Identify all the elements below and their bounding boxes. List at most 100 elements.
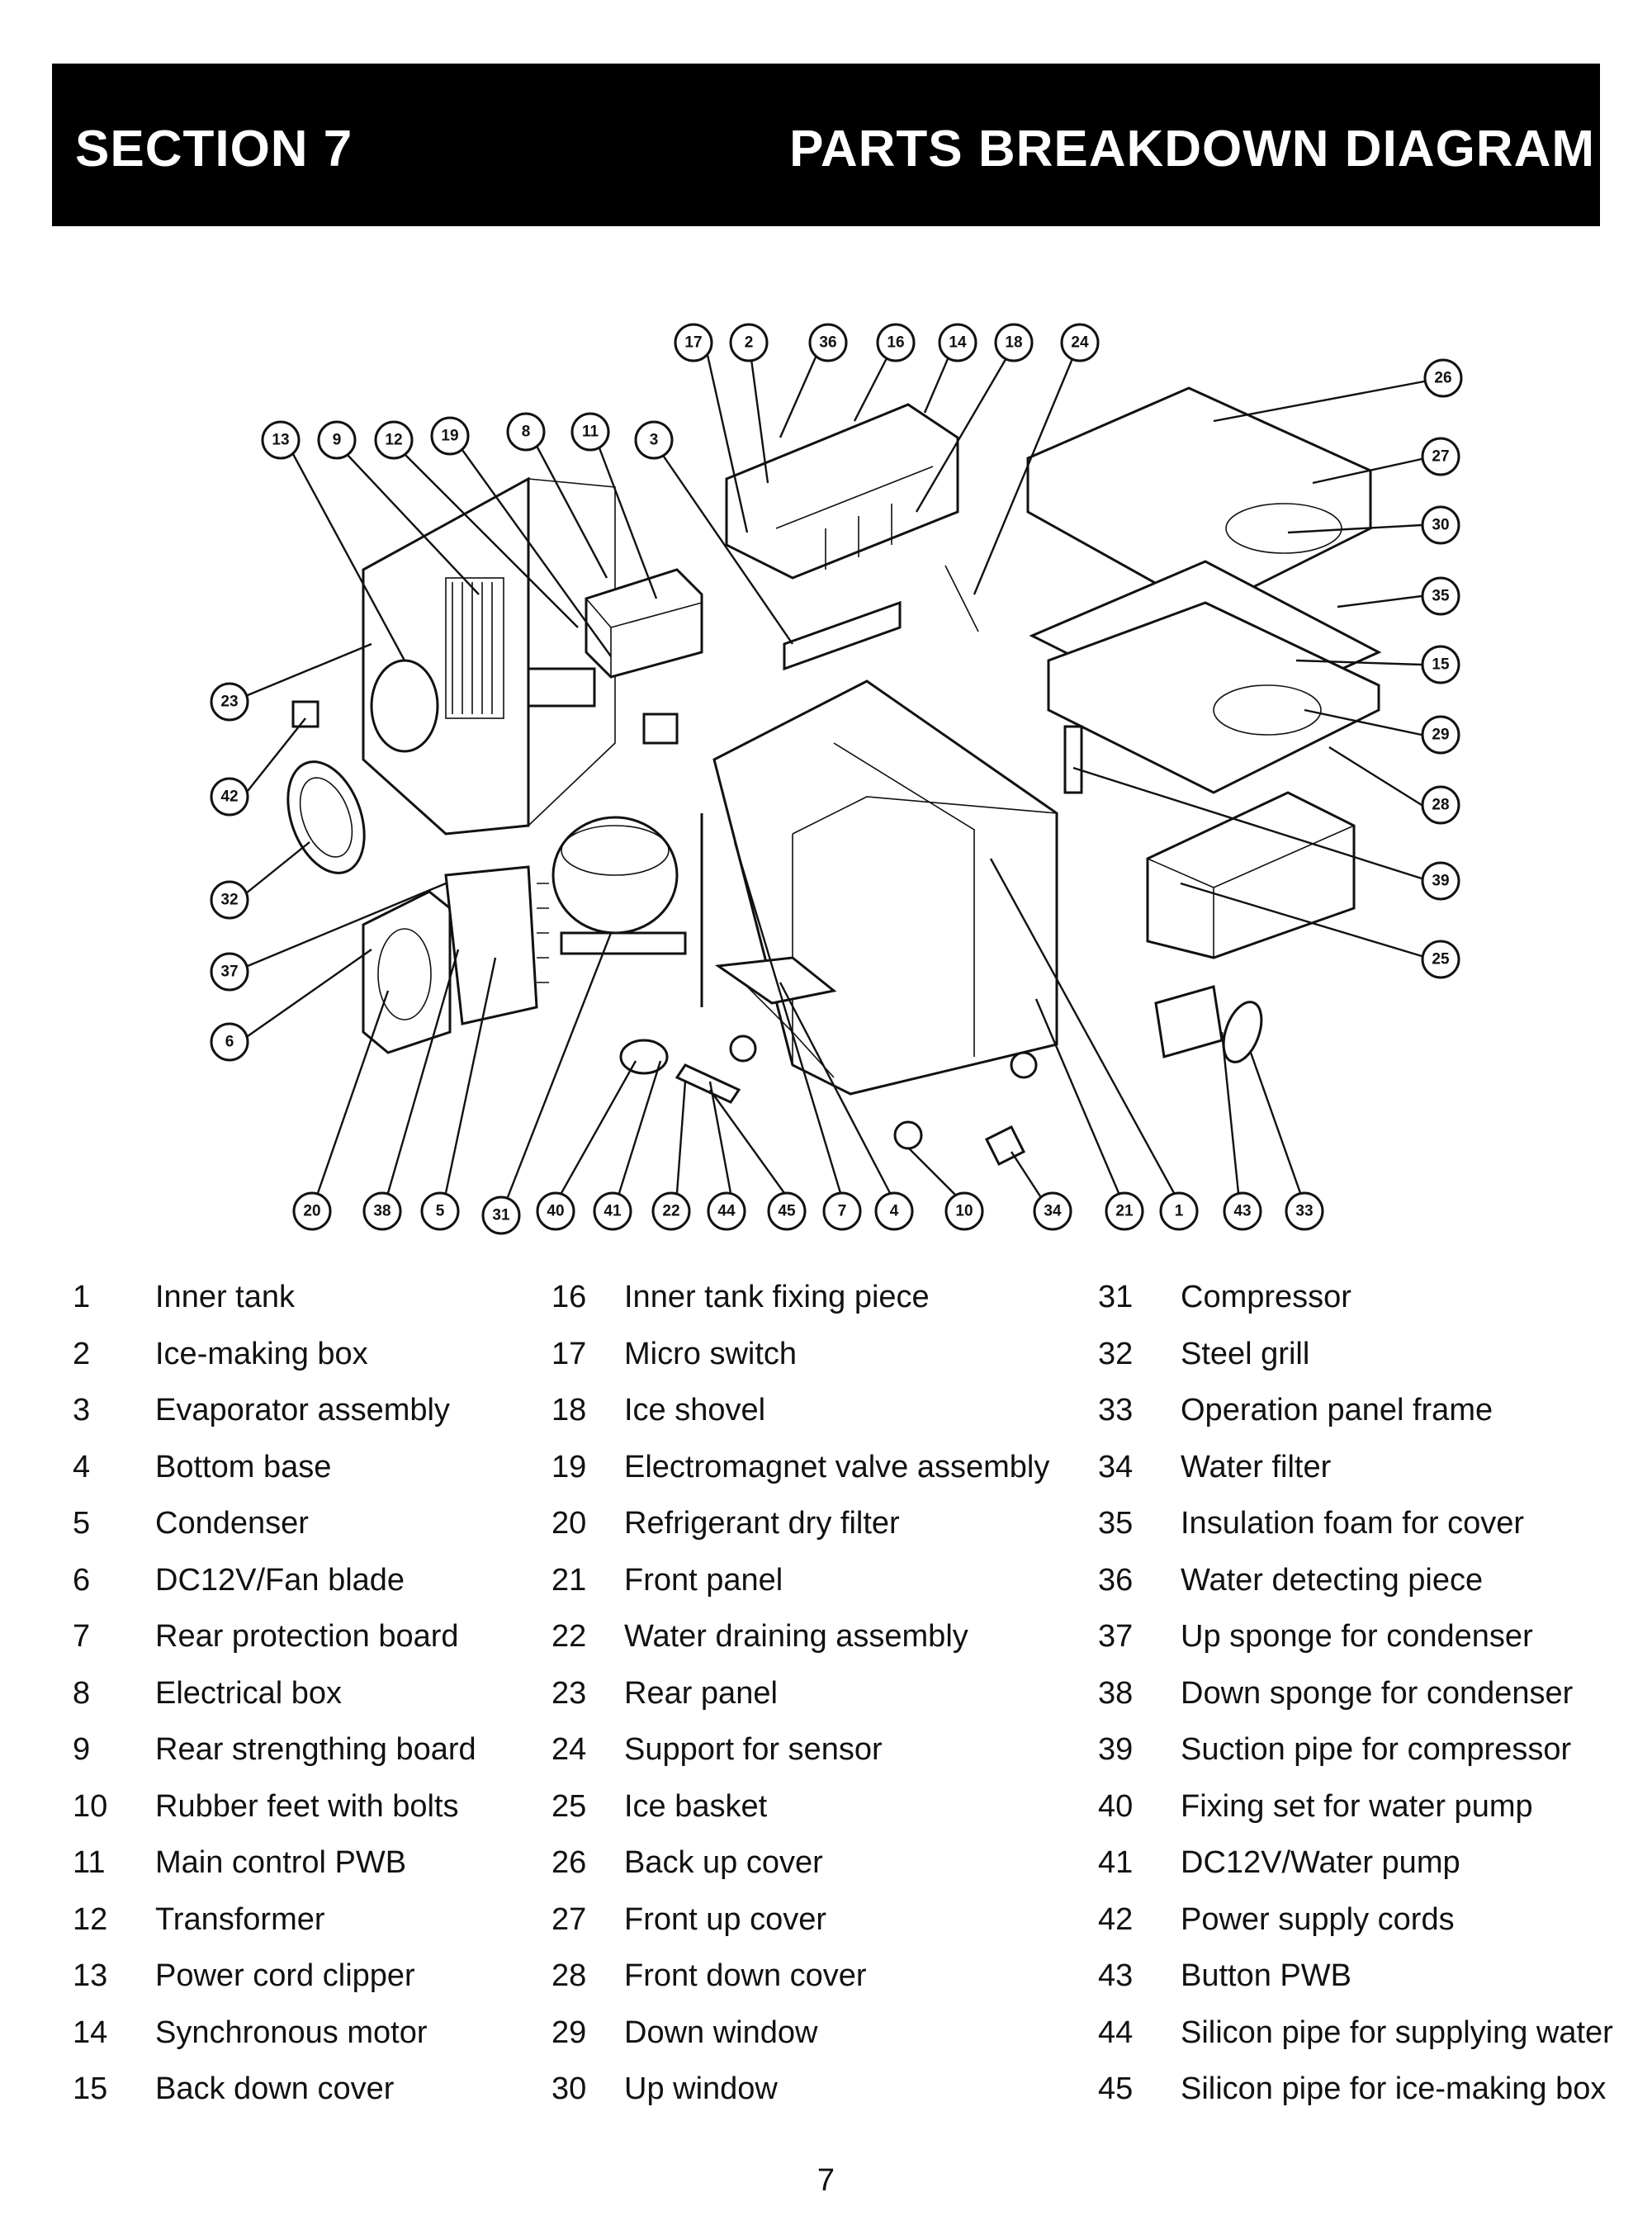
callout-circle [430,416,470,456]
callout-circle [362,1191,402,1231]
callout-17: 17 [674,323,713,362]
callout-label: 42 [220,788,238,806]
part-number: 5 [73,1506,91,1541]
callout-label: 28 [1432,797,1449,814]
callout-label: 8 [522,424,531,441]
part-name: Suction pipe for compressor [1181,1732,1572,1767]
part-name: Condenser [155,1506,309,1541]
part-number: 17 [551,1336,587,1371]
callout-23: 23 [210,682,249,722]
callout-11: 11 [570,412,610,452]
part-number: 21 [551,1562,587,1598]
part-name: Rear panel [624,1675,778,1711]
callout-3: 3 [634,420,674,460]
callout-circle [210,777,249,817]
part-name: DC12V/Fan blade [155,1562,405,1598]
part-name: Water filter [1181,1449,1332,1484]
part-name: Back down cover [155,2071,395,2106]
ice-basket-shape [1146,791,1356,959]
part-name: Inner tank fixing piece [624,1280,930,1314]
callout-circle [570,412,610,452]
callout-label: 38 [373,1203,391,1220]
part-name: Button PWB [1181,1958,1351,1993]
part-name: Rear strengthing board [155,1732,476,1767]
callout-label: 12 [385,432,402,449]
callout-28: 28 [1421,785,1460,825]
callout-circle [1159,1191,1199,1231]
part-number: 29 [551,2015,587,2050]
part-name: Compressor [1181,1280,1351,1314]
part-name: DC12V/Water pump [1181,1845,1460,1880]
callout-2: 2 [729,323,769,362]
callout-42: 42 [210,777,249,817]
callout-label: 27 [1432,448,1449,466]
part-number: 23 [551,1675,587,1711]
callout-26: 26 [1423,358,1463,398]
callout-circle [481,1195,521,1235]
part-name: Water draining assembly [624,1619,968,1654]
callout-34: 34 [1033,1191,1072,1231]
callout-circle [1421,576,1460,616]
callout-circle [729,323,769,362]
page-number: 7 [817,2163,835,2198]
callout-31: 31 [481,1195,521,1235]
callout-circle [944,1191,984,1231]
part-name: Insulation foam for cover [1181,1506,1525,1541]
callout-circle [261,420,301,460]
callout-label: 36 [819,334,836,352]
electrical-box-shape [585,568,703,679]
callout-circle [651,1191,691,1231]
appliance-drawing [286,386,1382,1167]
part-number: 39 [1098,1732,1134,1767]
rear-fan-opening-shape [370,659,439,753]
callout-1: 1 [1159,1191,1199,1231]
part-name: Fixing set for water pump [1181,1788,1533,1824]
callout-9: 9 [317,420,357,460]
callout-circle [1033,1191,1072,1231]
part-name: Synchronous motor [155,2015,428,2050]
callout-14: 14 [938,323,977,362]
part-number: 24 [551,1732,587,1767]
callout-label: 25 [1432,951,1450,968]
callout-label: 3 [650,432,659,449]
callout-label: 32 [220,892,238,909]
callout-15: 15 [1421,645,1460,684]
condenser-shape [444,865,538,1025]
callout-circle [292,1191,332,1231]
part-name: Operation panel frame [1181,1393,1493,1427]
callout-circle [420,1191,460,1231]
callout-22: 22 [651,1191,691,1231]
callout-circle [593,1191,632,1231]
callout-label: 23 [220,694,238,711]
callout-label: 41 [604,1203,622,1220]
part-number: 7 [73,1619,91,1654]
part-name: Ice-making box [155,1336,368,1371]
part-name: Main control PWB [155,1845,407,1880]
callout-label: 26 [1434,370,1451,387]
callout-label: 20 [303,1203,320,1220]
part-name: Transformer [155,1901,325,1937]
section-title: PARTS BREAKDOWN DIAGRAM [789,121,1595,178]
callout-44: 44 [707,1191,746,1231]
callout-39: 39 [1421,861,1460,901]
button-pwb-shape [1154,985,1224,1058]
inner-tank-shape [712,679,1058,1096]
callout-label: 16 [887,334,904,352]
part-number: 15 [73,2071,108,2106]
callout-circle [1105,1191,1144,1231]
callout-label: 18 [1005,334,1022,352]
part-name: Evaporator assembly [155,1393,450,1427]
callout-43: 43 [1223,1191,1262,1231]
part-number: 8 [73,1675,91,1711]
leader-lines [245,353,1425,1200]
callout-18: 18 [994,323,1034,362]
callout-16: 16 [876,323,916,362]
callout-24: 24 [1060,323,1100,362]
down-cover-shape [1047,601,1380,794]
part-name: Up sponge for condenser [1181,1619,1533,1654]
callout-circle [767,1191,807,1231]
callout-label: 35 [1432,588,1450,605]
part-number: 10 [73,1788,108,1824]
part-number: 2 [73,1336,91,1371]
